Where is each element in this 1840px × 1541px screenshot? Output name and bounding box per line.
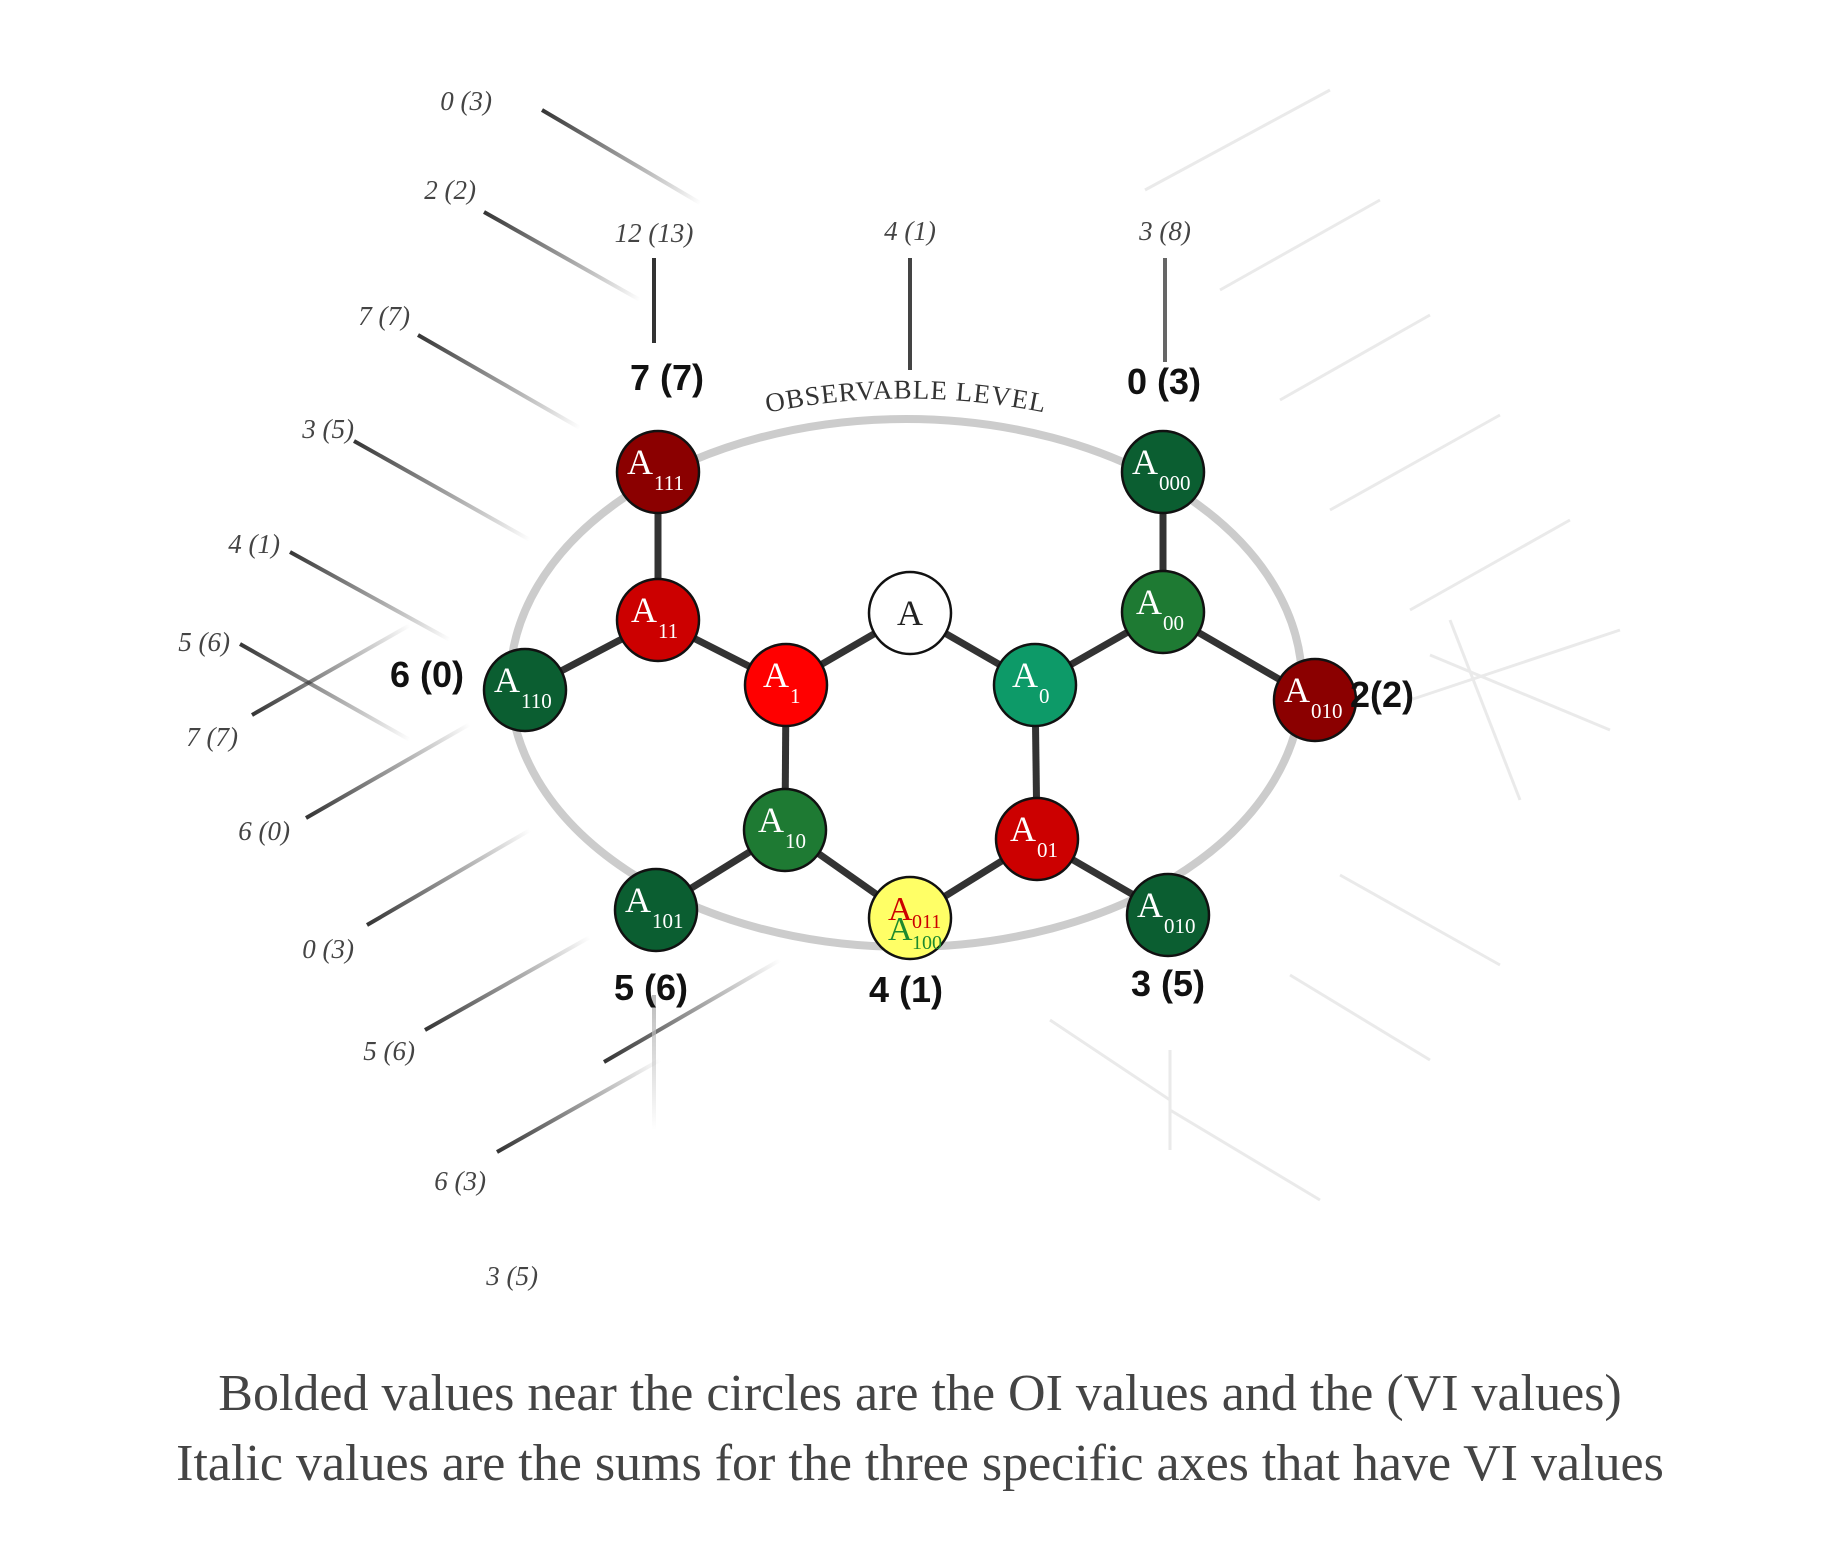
italic-label: 6 (3) bbox=[434, 1166, 486, 1196]
node-label-A111: A bbox=[627, 442, 653, 482]
node-A10: A10 bbox=[742, 787, 828, 873]
node-subscript-A101: 101 bbox=[652, 909, 684, 933]
italic-label: 3 (5) bbox=[485, 1261, 538, 1291]
node-subscript-A00: 00 bbox=[1163, 611, 1184, 635]
node-subscript-A111: 111 bbox=[654, 471, 684, 495]
nodes: AA1A0A11A10A00A01A111A110A101A000A010A01… bbox=[482, 429, 1358, 961]
italic-label: 4 (1) bbox=[228, 529, 280, 559]
bold-label-A111: 7 (7) bbox=[630, 357, 704, 398]
node-subscript-A010b: 010 bbox=[1164, 914, 1196, 938]
node-label-A110: A bbox=[494, 660, 520, 700]
bold-labels: 7 (7) 0 (3) 6 (0) 2(2) 5 (6) 4 (1) 3 (5) bbox=[390, 357, 1414, 1010]
observable-level-label: OBSERVABLE LEVEL bbox=[763, 374, 1050, 418]
italic-label: 6 (0) bbox=[238, 816, 290, 846]
bold-label-A110: 6 (0) bbox=[390, 654, 464, 695]
italic-labels: 0 (3) 2 (2) 12 (13) 4 (1) 3 (8) 7 (7) 3 (5) 4 (… bbox=[178, 86, 1191, 1291]
node-label-A11: A bbox=[631, 590, 657, 630]
node-label-A10: A bbox=[758, 800, 784, 840]
italic-label: 7 (7) bbox=[186, 722, 238, 752]
node-A01: A01 bbox=[994, 796, 1080, 882]
node-label-A000: A bbox=[1132, 442, 1158, 482]
faint-rays bbox=[1049, 88, 1621, 1202]
node-subscript-A0: 0 bbox=[1039, 684, 1050, 708]
node-A1: A1 bbox=[743, 642, 829, 728]
node-subscript-A11: 11 bbox=[658, 619, 678, 643]
node-A00: A00 bbox=[1120, 569, 1206, 655]
node-subscript-A10: 10 bbox=[785, 829, 806, 853]
node-subscript-A110: 110 bbox=[521, 689, 552, 713]
node-subscript-A010a: 010 bbox=[1311, 699, 1343, 723]
node-subscript-A01: 01 bbox=[1037, 838, 1058, 862]
node-label-A010a: A bbox=[1284, 670, 1310, 710]
bold-label-A011_100: 4 (1) bbox=[869, 969, 943, 1010]
node-label-A00: A bbox=[1136, 582, 1162, 622]
caption-line-2: Italic values are the sums for the three… bbox=[176, 1435, 1664, 1492]
node-A11: A11 bbox=[615, 577, 701, 663]
node-label-A0: A bbox=[1012, 655, 1038, 695]
merged-top-base: A bbox=[888, 891, 913, 928]
node-A0: A0 bbox=[992, 642, 1078, 728]
caption-line-1: Bolded values near the circles are the O… bbox=[218, 1365, 1622, 1422]
bold-label-A010a: 2(2) bbox=[1350, 674, 1414, 715]
axis-leader-lines bbox=[239, 108, 1167, 1154]
node-A: A bbox=[867, 570, 953, 656]
italic-label: 5 (6) bbox=[178, 627, 230, 657]
italic-label: 5 (6) bbox=[363, 1036, 415, 1066]
italic-label: 2 (2) bbox=[424, 175, 476, 205]
node-label-A010b: A bbox=[1137, 885, 1163, 925]
node-subscript-A000: 000 bbox=[1159, 471, 1191, 495]
italic-label: 12 (13) bbox=[615, 218, 694, 248]
node-subscript-A1: 1 bbox=[790, 684, 801, 708]
node-label-A: A bbox=[897, 593, 923, 633]
bold-label-A101: 5 (6) bbox=[614, 967, 688, 1008]
merged-top-sub: 011 bbox=[912, 911, 941, 933]
node-label-A1: A bbox=[763, 655, 789, 695]
italic-label: 0 (3) bbox=[302, 934, 354, 964]
italic-label: 7 (7) bbox=[358, 301, 410, 331]
merged-bottom-base: A bbox=[888, 911, 913, 948]
bold-label-A000: 0 (3) bbox=[1127, 361, 1201, 402]
node-label-A01: A bbox=[1010, 809, 1036, 849]
node-label-A101: A bbox=[625, 880, 651, 920]
edges bbox=[523, 472, 1317, 921]
italic-label: 0 (3) bbox=[440, 86, 492, 116]
italic-label: 4 (1) bbox=[884, 216, 936, 246]
bold-label-A010b: 3 (5) bbox=[1131, 963, 1205, 1004]
italic-label: 3 (8) bbox=[1138, 216, 1191, 246]
merged-bottom-sub: 100 bbox=[912, 932, 942, 954]
italic-label: 3 (5) bbox=[301, 414, 354, 444]
